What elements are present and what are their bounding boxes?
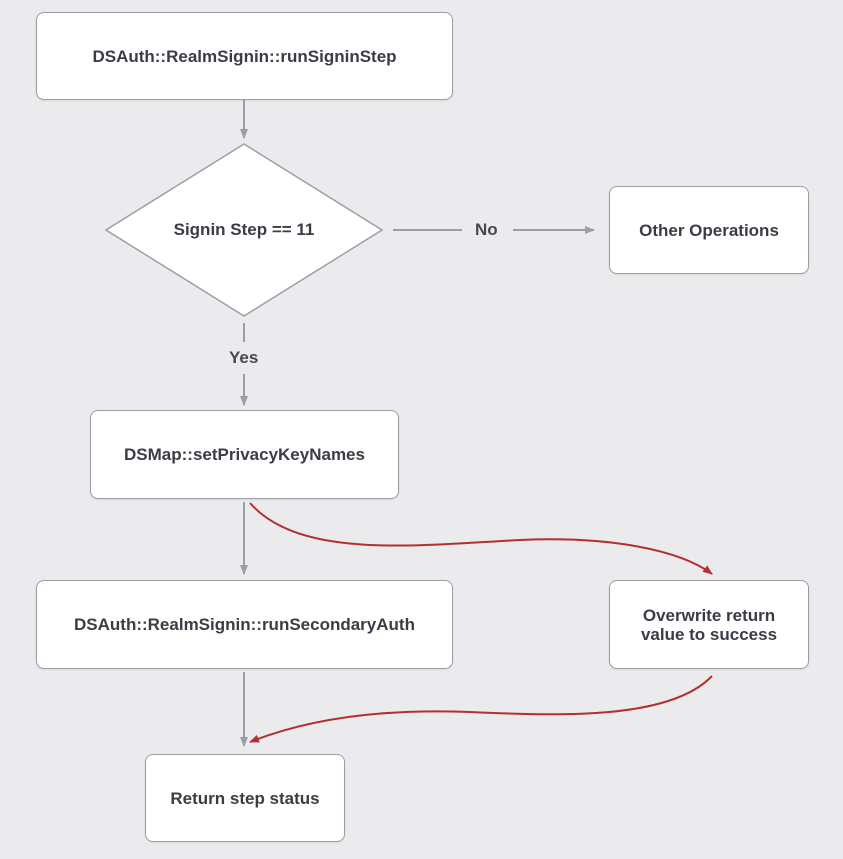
node-other-operations: Other Operations xyxy=(609,186,809,274)
red-arrow-privacy-to-overwrite xyxy=(249,502,713,575)
node-run-secondary-auth: DSAuth::RealmSignin::runSecondaryAuth xyxy=(36,580,453,669)
node-return-step-status: Return step status xyxy=(145,754,345,842)
edge-label-yes: Yes xyxy=(227,348,261,368)
decision-diamond xyxy=(104,143,384,317)
edge-label-no: No xyxy=(473,220,500,240)
node-set-privacy-key-names: DSMap::setPrivacyKeyNames xyxy=(90,410,399,499)
node-run-signin-step: DSAuth::RealmSignin::runSigninStep xyxy=(36,12,453,100)
decision-label: Signin Step == 11 xyxy=(173,220,315,239)
red-arrow-overwrite-to-return xyxy=(249,675,713,743)
node-overwrite-return: Overwrite return value to success xyxy=(609,580,809,669)
